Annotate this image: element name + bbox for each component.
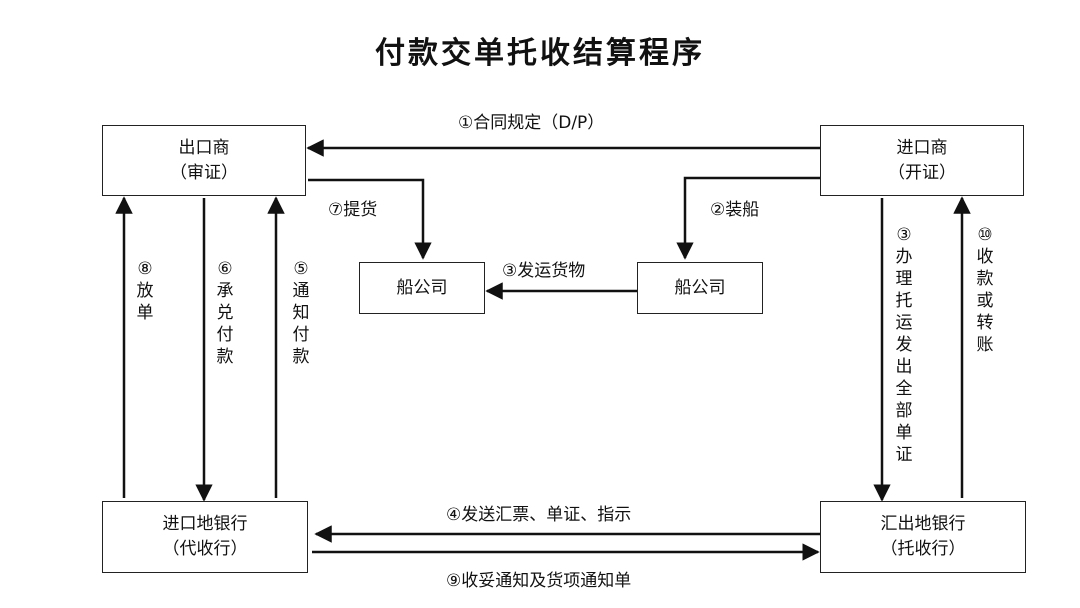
step-3-consign-label: ③办理托运发出全部单证	[895, 225, 913, 465]
shipping-company-left-box: 船公司	[359, 262, 485, 314]
shipping-company-right-box: 船公司	[637, 262, 763, 314]
exporter-name: 出口商	[178, 137, 230, 158]
step-6-label: ⑥承兑付款	[216, 259, 234, 367]
arrow-pickup	[308, 178, 432, 260]
collecting-bank-name: 进口地银行	[162, 514, 248, 534]
remitting-bank-sub: （托收行）	[880, 539, 966, 559]
step-1-label: ①合同规定（D/P）	[458, 113, 605, 133]
step-9-label: ⑨收妥通知及货项通知单	[446, 571, 632, 591]
collecting-bank-sub: （代收行）	[162, 539, 248, 559]
shipping-company-right-name: 船公司	[674, 277, 726, 298]
exporter-box: 出口商 （审证）	[102, 125, 306, 196]
step-7-label: ⑦提货	[328, 200, 378, 220]
remitting-bank-box: 汇出地银行 （托收行）	[820, 501, 1026, 573]
step-10-label: ⑩收款或转账	[976, 225, 994, 355]
step-3-dispatch-label: ③发运货物	[502, 261, 586, 281]
diagram-title: 付款交单托收结算程序	[375, 36, 705, 71]
step-8-label: ⑧放单	[136, 259, 154, 323]
step-2-label: ②装船	[710, 200, 760, 220]
exporter-sub: （审证）	[170, 162, 238, 183]
step-4-label: ④发送汇票、单证、指示	[446, 505, 632, 525]
arrow-shipping	[676, 176, 820, 260]
importer-sub: （开证）	[888, 162, 956, 183]
remitting-bank-name: 汇出地银行	[880, 514, 966, 534]
importer-box: 进口商 （开证）	[820, 125, 1024, 196]
step-5-label: ⑤通知付款	[292, 259, 310, 367]
shipping-company-left-name: 船公司	[396, 277, 448, 298]
importer-name: 进口商	[896, 137, 948, 158]
collecting-bank-box: 进口地银行 （代收行）	[102, 501, 308, 573]
